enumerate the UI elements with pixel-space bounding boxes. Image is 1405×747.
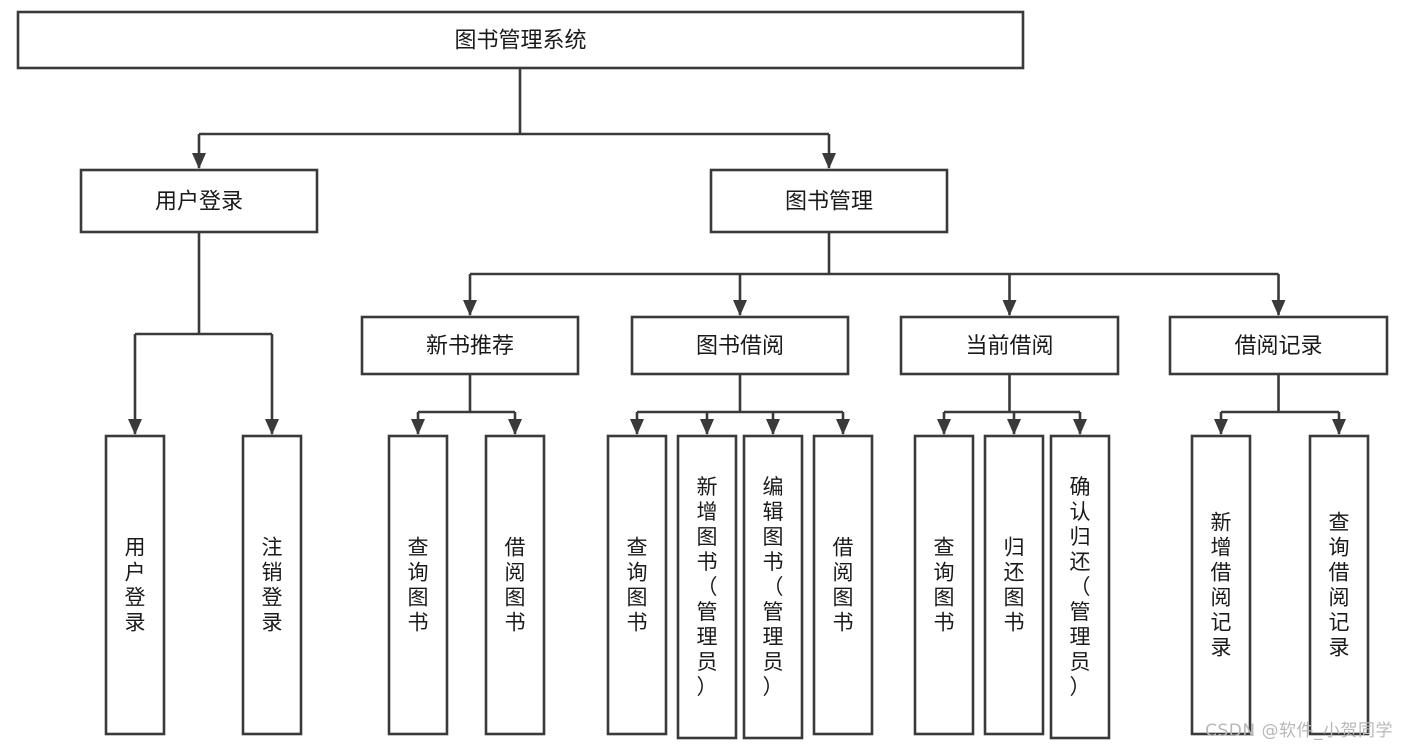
node-label: 用户登录: [125, 536, 146, 635]
arrow-head-icon: [508, 419, 522, 435]
node-leaf-leaf-user-login[interactable]: 用户登录: [104, 434, 166, 736]
node-rect[interactable]: [606, 434, 668, 736]
node-label: 查询图书: [934, 536, 955, 635]
node-label: 查询借阅记录: [1329, 511, 1350, 660]
node-leaf-leaf-query-borrow-record[interactable]: 查询借阅记录: [1308, 434, 1370, 736]
node-label: 查询图书: [408, 536, 429, 635]
node-label: 图书管理系统: [454, 29, 586, 54]
node-level2-borrow-record[interactable]: 借阅记录: [1168, 315, 1389, 376]
node-rect[interactable]: [360, 315, 580, 376]
node-label: 用户登录: [155, 190, 243, 215]
node-root-root[interactable]: 图书管理系统: [16, 10, 1025, 70]
node-level1-user-login[interactable]: 用户登录: [79, 168, 319, 234]
arrow-head-icon: [192, 153, 206, 169]
arrow-head-icon: [1214, 419, 1228, 435]
node-rect[interactable]: [484, 434, 546, 736]
node-label: 借阅图书: [505, 536, 526, 635]
node-rect[interactable]: [104, 434, 166, 736]
node-leaf-leaf-borrow-book-rec[interactable]: 借阅图书: [484, 434, 546, 736]
node-leaf-leaf-logout[interactable]: 注销登录: [241, 434, 303, 736]
node-rect[interactable]: [1190, 434, 1252, 736]
node-level2-new-book-rec[interactable]: 新书推荐: [360, 315, 580, 376]
node-label: 编辑图书（管理员）: [763, 475, 784, 699]
node-level1-book-manage[interactable]: 图书管理: [709, 168, 949, 234]
node-leaf-leaf-confirm-return-admin[interactable]: 确认归还（管理员）: [1049, 434, 1111, 740]
node-label: 归还图书: [1004, 536, 1025, 635]
node-rect[interactable]: [676, 434, 738, 740]
arrow-head-icon: [1332, 419, 1346, 435]
arrow-head-icon: [265, 419, 279, 435]
arrow-head-icon: [411, 419, 425, 435]
node-label: 新增图书（管理员）: [697, 475, 718, 699]
node-label: 新书推荐: [426, 334, 514, 359]
node-label: 新增借阅记录: [1211, 511, 1232, 660]
node-label: 借阅图书: [833, 536, 854, 635]
arrow-head-icon: [1073, 419, 1087, 435]
arrow-head-icon: [128, 419, 142, 435]
node-label: 图书管理: [785, 190, 873, 215]
node-rect[interactable]: [16, 10, 1025, 70]
node-leaf-leaf-add-book-admin[interactable]: 新增图书（管理员）: [676, 434, 738, 740]
node-leaf-leaf-borrow-book[interactable]: 借阅图书: [812, 434, 874, 736]
node-label: 确认归还（管理员）: [1070, 475, 1091, 699]
arrow-head-icon: [700, 419, 714, 435]
arrow-head-icon: [1271, 300, 1286, 316]
node-level2-current-borrow[interactable]: 当前借阅: [899, 315, 1120, 376]
node-leaf-leaf-query-book-borrow[interactable]: 查询图书: [606, 434, 668, 736]
arrow-head-icon: [836, 419, 850, 435]
node-label: 借阅记录: [1234, 334, 1322, 359]
node-rect[interactable]: [899, 315, 1120, 376]
node-leaf-leaf-query-book-rec[interactable]: 查询图书: [387, 434, 449, 736]
arrow-head-icon: [630, 419, 644, 435]
node-rect[interactable]: [387, 434, 449, 736]
node-rect[interactable]: [630, 315, 850, 376]
node-boxes-layer: 图书管理系统用户登录图书管理新书推荐图书借阅当前借阅借阅记录用户登录注销登录查询…: [16, 10, 1389, 740]
node-rect[interactable]: [1308, 434, 1370, 736]
node-rect[interactable]: [709, 168, 949, 234]
arrow-head-icon: [937, 419, 951, 435]
arrow-head-icon: [733, 300, 747, 316]
node-rect[interactable]: [1168, 315, 1389, 376]
node-leaf-leaf-return-book[interactable]: 归还图书: [983, 434, 1045, 736]
node-rect[interactable]: [913, 434, 975, 736]
node-leaf-leaf-query-book-current[interactable]: 查询图书: [913, 434, 975, 736]
node-rect[interactable]: [742, 434, 804, 740]
node-label: 图书借阅: [696, 334, 784, 359]
csdn-watermark: CSDN @软件_小贺同学: [1205, 721, 1393, 741]
arrow-head-icon: [463, 300, 477, 316]
node-rect[interactable]: [812, 434, 874, 736]
connectors-layer: [128, 68, 1346, 435]
node-rect[interactable]: [1049, 434, 1111, 740]
arrow-head-icon: [822, 153, 836, 169]
node-leaf-leaf-edit-book-admin[interactable]: 编辑图书（管理员）: [742, 434, 804, 740]
node-rect[interactable]: [241, 434, 303, 736]
node-level2-book-borrow[interactable]: 图书借阅: [630, 315, 850, 376]
arrow-head-icon: [1002, 300, 1017, 316]
node-label: 当前借阅: [965, 334, 1053, 359]
node-rect[interactable]: [983, 434, 1045, 736]
arrow-head-icon: [766, 419, 780, 435]
node-label: 注销登录: [262, 536, 283, 635]
node-rect[interactable]: [79, 168, 319, 234]
node-leaf-leaf-add-borrow-record[interactable]: 新增借阅记录: [1190, 434, 1252, 736]
arrow-head-icon: [1007, 419, 1021, 435]
node-label: 查询图书: [627, 536, 648, 635]
